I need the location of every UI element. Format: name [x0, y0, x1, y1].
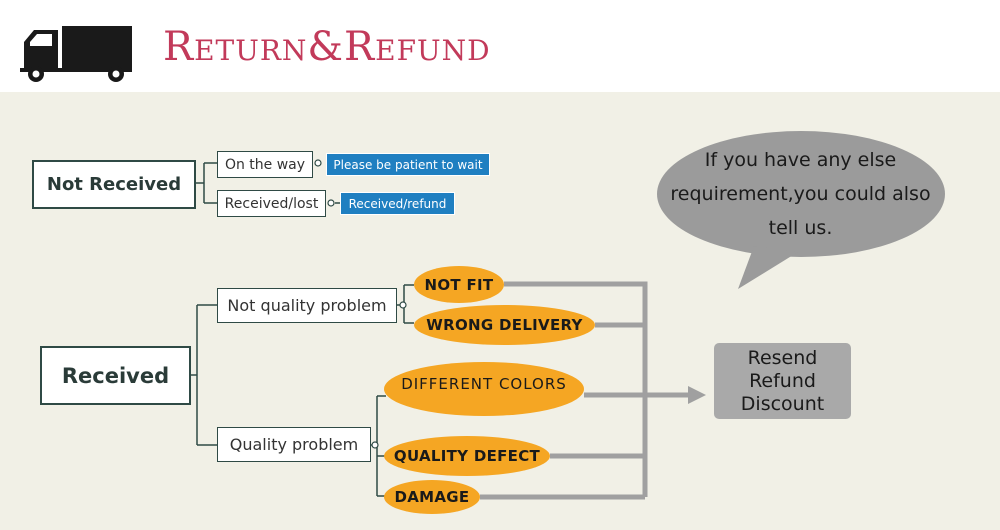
branch-label: Quality problem — [229, 435, 359, 454]
bubble-line: If you have any else — [704, 149, 897, 171]
bubble-line: requirement,you could also — [670, 183, 931, 205]
reason-label: DAMAGE — [394, 488, 470, 506]
branch-not-quality-problem: Not quality problem — [217, 288, 397, 323]
reason-label: DIFFERENT COLORS — [401, 375, 567, 393]
truck-icon — [20, 26, 132, 82]
action-label: Please be patient to wait — [333, 157, 483, 172]
option-label: On the way — [224, 156, 306, 173]
reason-label: WRONG DELIVERY — [426, 316, 583, 334]
received-label: Received — [61, 363, 170, 388]
not-received-label: Not Received — [46, 174, 182, 195]
reason-label: QUALITY DEFECT — [393, 447, 541, 465]
result-line: Discount — [740, 392, 825, 415]
branch-quality-problem: Quality problem — [217, 427, 371, 462]
branch-label: Not quality problem — [227, 296, 387, 315]
action-label: Received/refund — [348, 196, 447, 211]
bubble-line: tell us. — [768, 217, 833, 239]
page-title: Return&Refund — [163, 24, 491, 70]
action-tag-wait: Please be patient to wait — [326, 153, 490, 176]
speech-bubble-text: If you have any else requirement,you cou… — [658, 143, 943, 245]
reason-quality-defect: QUALITY DEFECT — [384, 436, 550, 476]
reason-label: NOT FIT — [424, 275, 494, 294]
header-banner: Return&Refund — [0, 0, 1000, 92]
speech-bubble — [657, 131, 945, 289]
result-box: Resend Refund Discount — [714, 343, 851, 419]
option-label: Received/lost — [224, 195, 319, 212]
reason-damage: DAMAGE — [384, 480, 480, 514]
reason-different-colors: DIFFERENT COLORS — [384, 362, 584, 416]
action-tag-refund: Received/refund — [340, 192, 455, 215]
reason-wrong-delivery: WRONG DELIVERY — [414, 305, 595, 345]
not-received-box: Not Received — [32, 160, 196, 209]
reason-not-fit: NOT FIT — [414, 266, 504, 303]
result-line: Resend — [747, 346, 818, 369]
option-on-the-way: On the way — [217, 151, 313, 178]
received-box: Received — [40, 346, 191, 405]
option-received-lost: Received/lost — [217, 190, 326, 217]
result-line: Refund — [749, 369, 816, 392]
